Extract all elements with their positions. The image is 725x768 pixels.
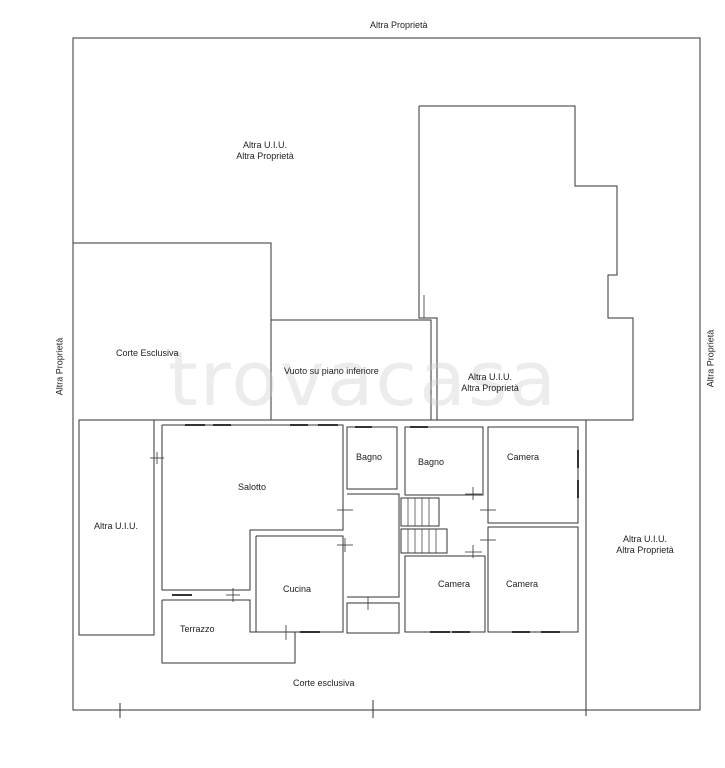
salotto-label: Salotto: [238, 482, 267, 492]
camera-2-label: Camera: [438, 579, 471, 589]
door-marks: [150, 295, 496, 640]
north-unit-line1: Altra U.I.U.: [242, 140, 287, 150]
left-owner-label: Altra Proprietà: [54, 337, 65, 396]
camera-1-outline: [487, 426, 579, 524]
vuoto-outline: [271, 319, 432, 420]
camera-1-label: Camera: [507, 452, 540, 462]
terrazzo-label: Terrazzo: [180, 624, 215, 634]
bagno-2-outline: [404, 426, 484, 496]
lower-closet-outline: [346, 602, 400, 634]
corte-esclusiva-s-label: Corte esclusiva: [293, 678, 355, 688]
terrazzo-outline: [161, 599, 296, 664]
ne-unit-line1: Altra U.I.U.: [467, 372, 512, 382]
stair-block-2: [400, 528, 448, 554]
cucina-label: Cucina: [283, 584, 312, 594]
se-unit-line2: Altra Proprietà: [616, 545, 674, 555]
corte-nw-outline: [73, 242, 272, 420]
west-unit-label: Altra U.I.U.: [94, 521, 139, 531]
north-unit-label: Altra U.I.U. Altra Proprietà: [220, 140, 310, 162]
vuoto-label: Vuoto su piano inferiore: [284, 366, 379, 376]
camera-3-outline: [487, 526, 579, 633]
salotto-outline: [161, 424, 344, 591]
bagno-2-label: Bagno: [418, 457, 445, 467]
camera-3-label: Camera: [506, 579, 539, 589]
corridor-outline: [347, 493, 400, 598]
cucina-outline: [255, 535, 344, 633]
axis-ticks: [73, 700, 700, 718]
camera-2-outline: [404, 555, 486, 633]
corte-esclusiva-nw-label: Corte Esclusiva: [116, 348, 179, 358]
right-owner-label: Altra Proprietà: [705, 329, 716, 388]
bagno-1-label: Bagno: [356, 452, 383, 462]
north-unit-line2: Altra Proprietà: [236, 151, 294, 161]
stair-treads: [407, 498, 437, 553]
windows: [172, 424, 579, 633]
ne-unit-outline: [418, 105, 634, 421]
se-unit-line1: Altra U.I.U.: [622, 534, 667, 544]
ne-unit-label: Altra U.I.U. Altra Proprietà: [445, 372, 535, 394]
ne-unit-line2: Altra Proprietà: [461, 383, 519, 393]
top-owner-label: Altra Proprietà: [370, 20, 428, 30]
stair-block: [400, 497, 440, 527]
main-slab: [79, 419, 587, 710]
watermark-logo: trovacasa: [168, 334, 558, 423]
se-unit-label: Altra U.I.U. Altra Proprietà: [605, 534, 685, 556]
